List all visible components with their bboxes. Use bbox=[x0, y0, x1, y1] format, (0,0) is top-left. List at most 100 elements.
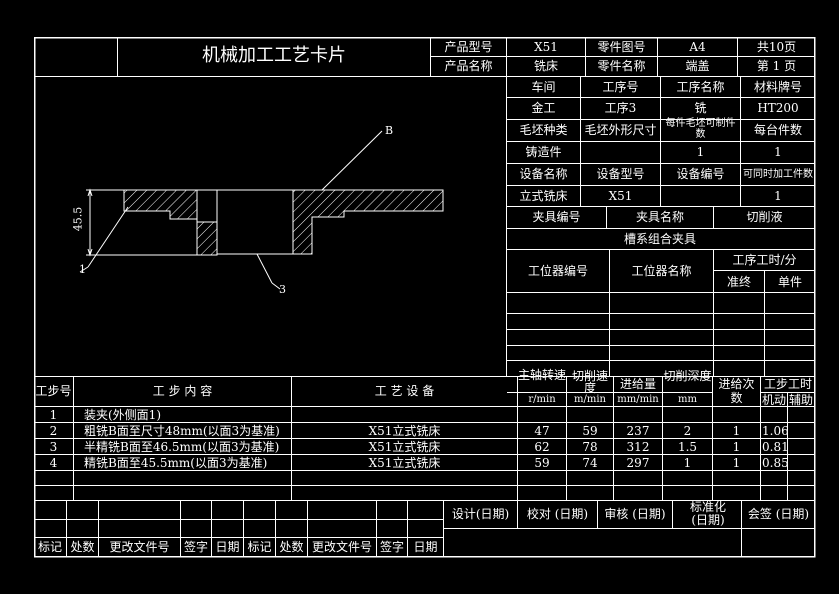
material-label: 材料牌号 bbox=[753, 80, 802, 94]
footer-mark-1: 标记 bbox=[37, 540, 62, 554]
part-name: 端盖 bbox=[685, 59, 710, 73]
col-cut-speed: 切削速度 bbox=[571, 369, 608, 395]
coolant-label: 切削液 bbox=[746, 210, 783, 224]
unit-time-label: 单件 bbox=[777, 275, 802, 289]
step-passes: 1 bbox=[732, 440, 741, 454]
label-b: B bbox=[385, 124, 394, 137]
step-equipment: X51立式铣床 bbox=[368, 440, 441, 454]
total-pages: 共10页 bbox=[756, 40, 797, 54]
step-equipment: X51立式铣床 bbox=[368, 456, 441, 470]
step-depth: 1 bbox=[683, 456, 692, 470]
op-name: 铣 bbox=[694, 101, 707, 115]
label-1: 1 bbox=[79, 263, 86, 276]
footer-date-2: 日期 bbox=[413, 540, 438, 554]
col-passes: 进给次数 bbox=[718, 377, 755, 405]
footer-sign-1: 签字 bbox=[183, 540, 208, 554]
footer-count-2: 处数 bbox=[279, 540, 304, 554]
step-no: 4 bbox=[49, 456, 58, 470]
footer-review: 审核 (日期) bbox=[604, 507, 666, 521]
product-name-label: 产品名称 bbox=[444, 59, 493, 73]
product-model: X51 bbox=[534, 40, 558, 54]
step-content: 粗铣B面至尺寸48mm(以面3为基准) bbox=[84, 424, 280, 438]
parts-per-machine-label: 每台件数 bbox=[753, 123, 802, 137]
blank-type-label: 毛坯种类 bbox=[519, 123, 568, 137]
step-time: 0.85 bbox=[762, 456, 789, 470]
step-no: 2 bbox=[49, 424, 58, 438]
footer-date-1: 日期 bbox=[215, 540, 240, 554]
step-speed: 74 bbox=[582, 456, 598, 470]
part-drawing-label: 零件图号 bbox=[597, 40, 646, 54]
part-drawing-no: A4 bbox=[689, 40, 706, 54]
concurrent-label: 可同时加工件数 bbox=[743, 169, 813, 180]
parts-per-blank-label: 每件毛坯可制件数 bbox=[665, 118, 736, 140]
step-depth: 2 bbox=[683, 424, 692, 438]
product-name: 铣床 bbox=[533, 59, 558, 73]
step-passes: 1 bbox=[732, 456, 741, 470]
step-passes: 1 bbox=[732, 424, 741, 438]
op-no-label: 工序号 bbox=[602, 80, 639, 94]
footer-countersign: 会签 (日期) bbox=[747, 507, 810, 521]
part-name-label: 零件名称 bbox=[597, 59, 646, 73]
fixture-name-label: 夹具名称 bbox=[635, 210, 684, 224]
step-time: 0.81 bbox=[762, 440, 789, 454]
step-speed: 78 bbox=[582, 440, 598, 454]
step-feed: 297 bbox=[626, 456, 650, 470]
col-machine: 机动 bbox=[761, 393, 786, 407]
step-content: 半精铣B面至46.5mm(以面3为基准) bbox=[84, 440, 280, 454]
label-3: 3 bbox=[279, 283, 286, 296]
footer-change-doc-1: 更改文件号 bbox=[109, 540, 170, 554]
col-step-time: 工步工时 bbox=[763, 377, 812, 391]
col-spindle-speed: 主轴转速 bbox=[518, 368, 567, 382]
op-time-label: 工序工时/分 bbox=[732, 253, 797, 267]
step-speed: 59 bbox=[582, 424, 598, 438]
equip-model-label: 设备型号 bbox=[596, 167, 645, 181]
footer-check: 校对 (日期) bbox=[526, 507, 589, 521]
step-time: 1.06 bbox=[762, 424, 789, 438]
step-feed: 237 bbox=[626, 424, 650, 438]
blank-type: 铸造件 bbox=[525, 145, 562, 159]
workshop: 金工 bbox=[531, 101, 556, 115]
col-feed: 进给量 bbox=[619, 377, 656, 391]
col-depth: 切削深度 bbox=[663, 369, 712, 383]
parts-per-machine: 1 bbox=[774, 145, 782, 159]
unit-rpm: r/min bbox=[528, 394, 556, 405]
op-name-label: 工序名称 bbox=[676, 80, 725, 94]
step-no: 1 bbox=[49, 408, 58, 422]
equip-name: 立式铣床 bbox=[519, 189, 568, 203]
station-no-label: 工位器编号 bbox=[527, 264, 588, 278]
step-rpm: 47 bbox=[534, 424, 550, 438]
step-no: 3 bbox=[49, 440, 58, 454]
step-content: 精铣B面至45.5mm(以面3为基准) bbox=[84, 456, 268, 470]
concurrent: 1 bbox=[774, 189, 782, 203]
col-content: 工 步 内 容 bbox=[152, 384, 213, 398]
dimension-45-5: 45.5 bbox=[71, 206, 85, 232]
blank-size-label: 毛坯外形尺寸 bbox=[584, 123, 657, 137]
fixture-no-label: 夹具编号 bbox=[532, 210, 581, 224]
parts-per-blank: 1 bbox=[696, 145, 705, 159]
step-content: 装夹(外侧面1) bbox=[84, 408, 161, 422]
prep-time-label: 准终 bbox=[726, 275, 751, 289]
workshop-label: 车间 bbox=[531, 80, 556, 94]
footer-standard: 标准化(日期) bbox=[689, 500, 726, 527]
footer-mark-2: 标记 bbox=[247, 540, 272, 554]
unit-mmin: m/min bbox=[574, 394, 606, 405]
page-number: 第 1 页 bbox=[756, 59, 797, 73]
op-no: 工序3 bbox=[604, 101, 637, 115]
step-depth: 1.5 bbox=[677, 440, 698, 454]
footer-design: 设计(日期) bbox=[451, 507, 510, 521]
step-rpm: 62 bbox=[534, 440, 550, 454]
unit-mmmin: mm/min bbox=[617, 394, 659, 405]
part-drawing bbox=[123, 189, 444, 256]
card-title: 机械加工工艺卡片 bbox=[202, 45, 346, 66]
equip-model: X51 bbox=[608, 189, 633, 203]
footer-sign-2: 签字 bbox=[379, 540, 404, 554]
footer-change-doc-2: 更改文件号 bbox=[311, 540, 372, 554]
col-equipment: 工 艺 设 备 bbox=[374, 384, 435, 398]
station-name-label: 工位器名称 bbox=[631, 264, 692, 278]
col-step-no: 工步号 bbox=[35, 384, 72, 398]
step-equipment: X51立式铣床 bbox=[368, 424, 441, 438]
equip-no-label: 设备编号 bbox=[676, 167, 725, 181]
equip-name-label: 设备名称 bbox=[519, 167, 568, 181]
material: HT200 bbox=[757, 101, 799, 115]
